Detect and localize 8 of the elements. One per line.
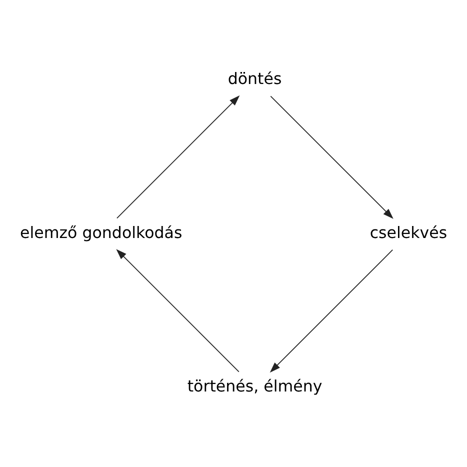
arrow [270,248,394,372]
arrow [116,94,240,218]
arrow [116,248,240,372]
node-text: elemző gondolkodás [20,222,182,242]
node-text: cselekvés [370,222,448,242]
arrow [270,95,394,218]
node-text: döntés [228,68,282,88]
node-text: történés, élmény [187,376,322,396]
